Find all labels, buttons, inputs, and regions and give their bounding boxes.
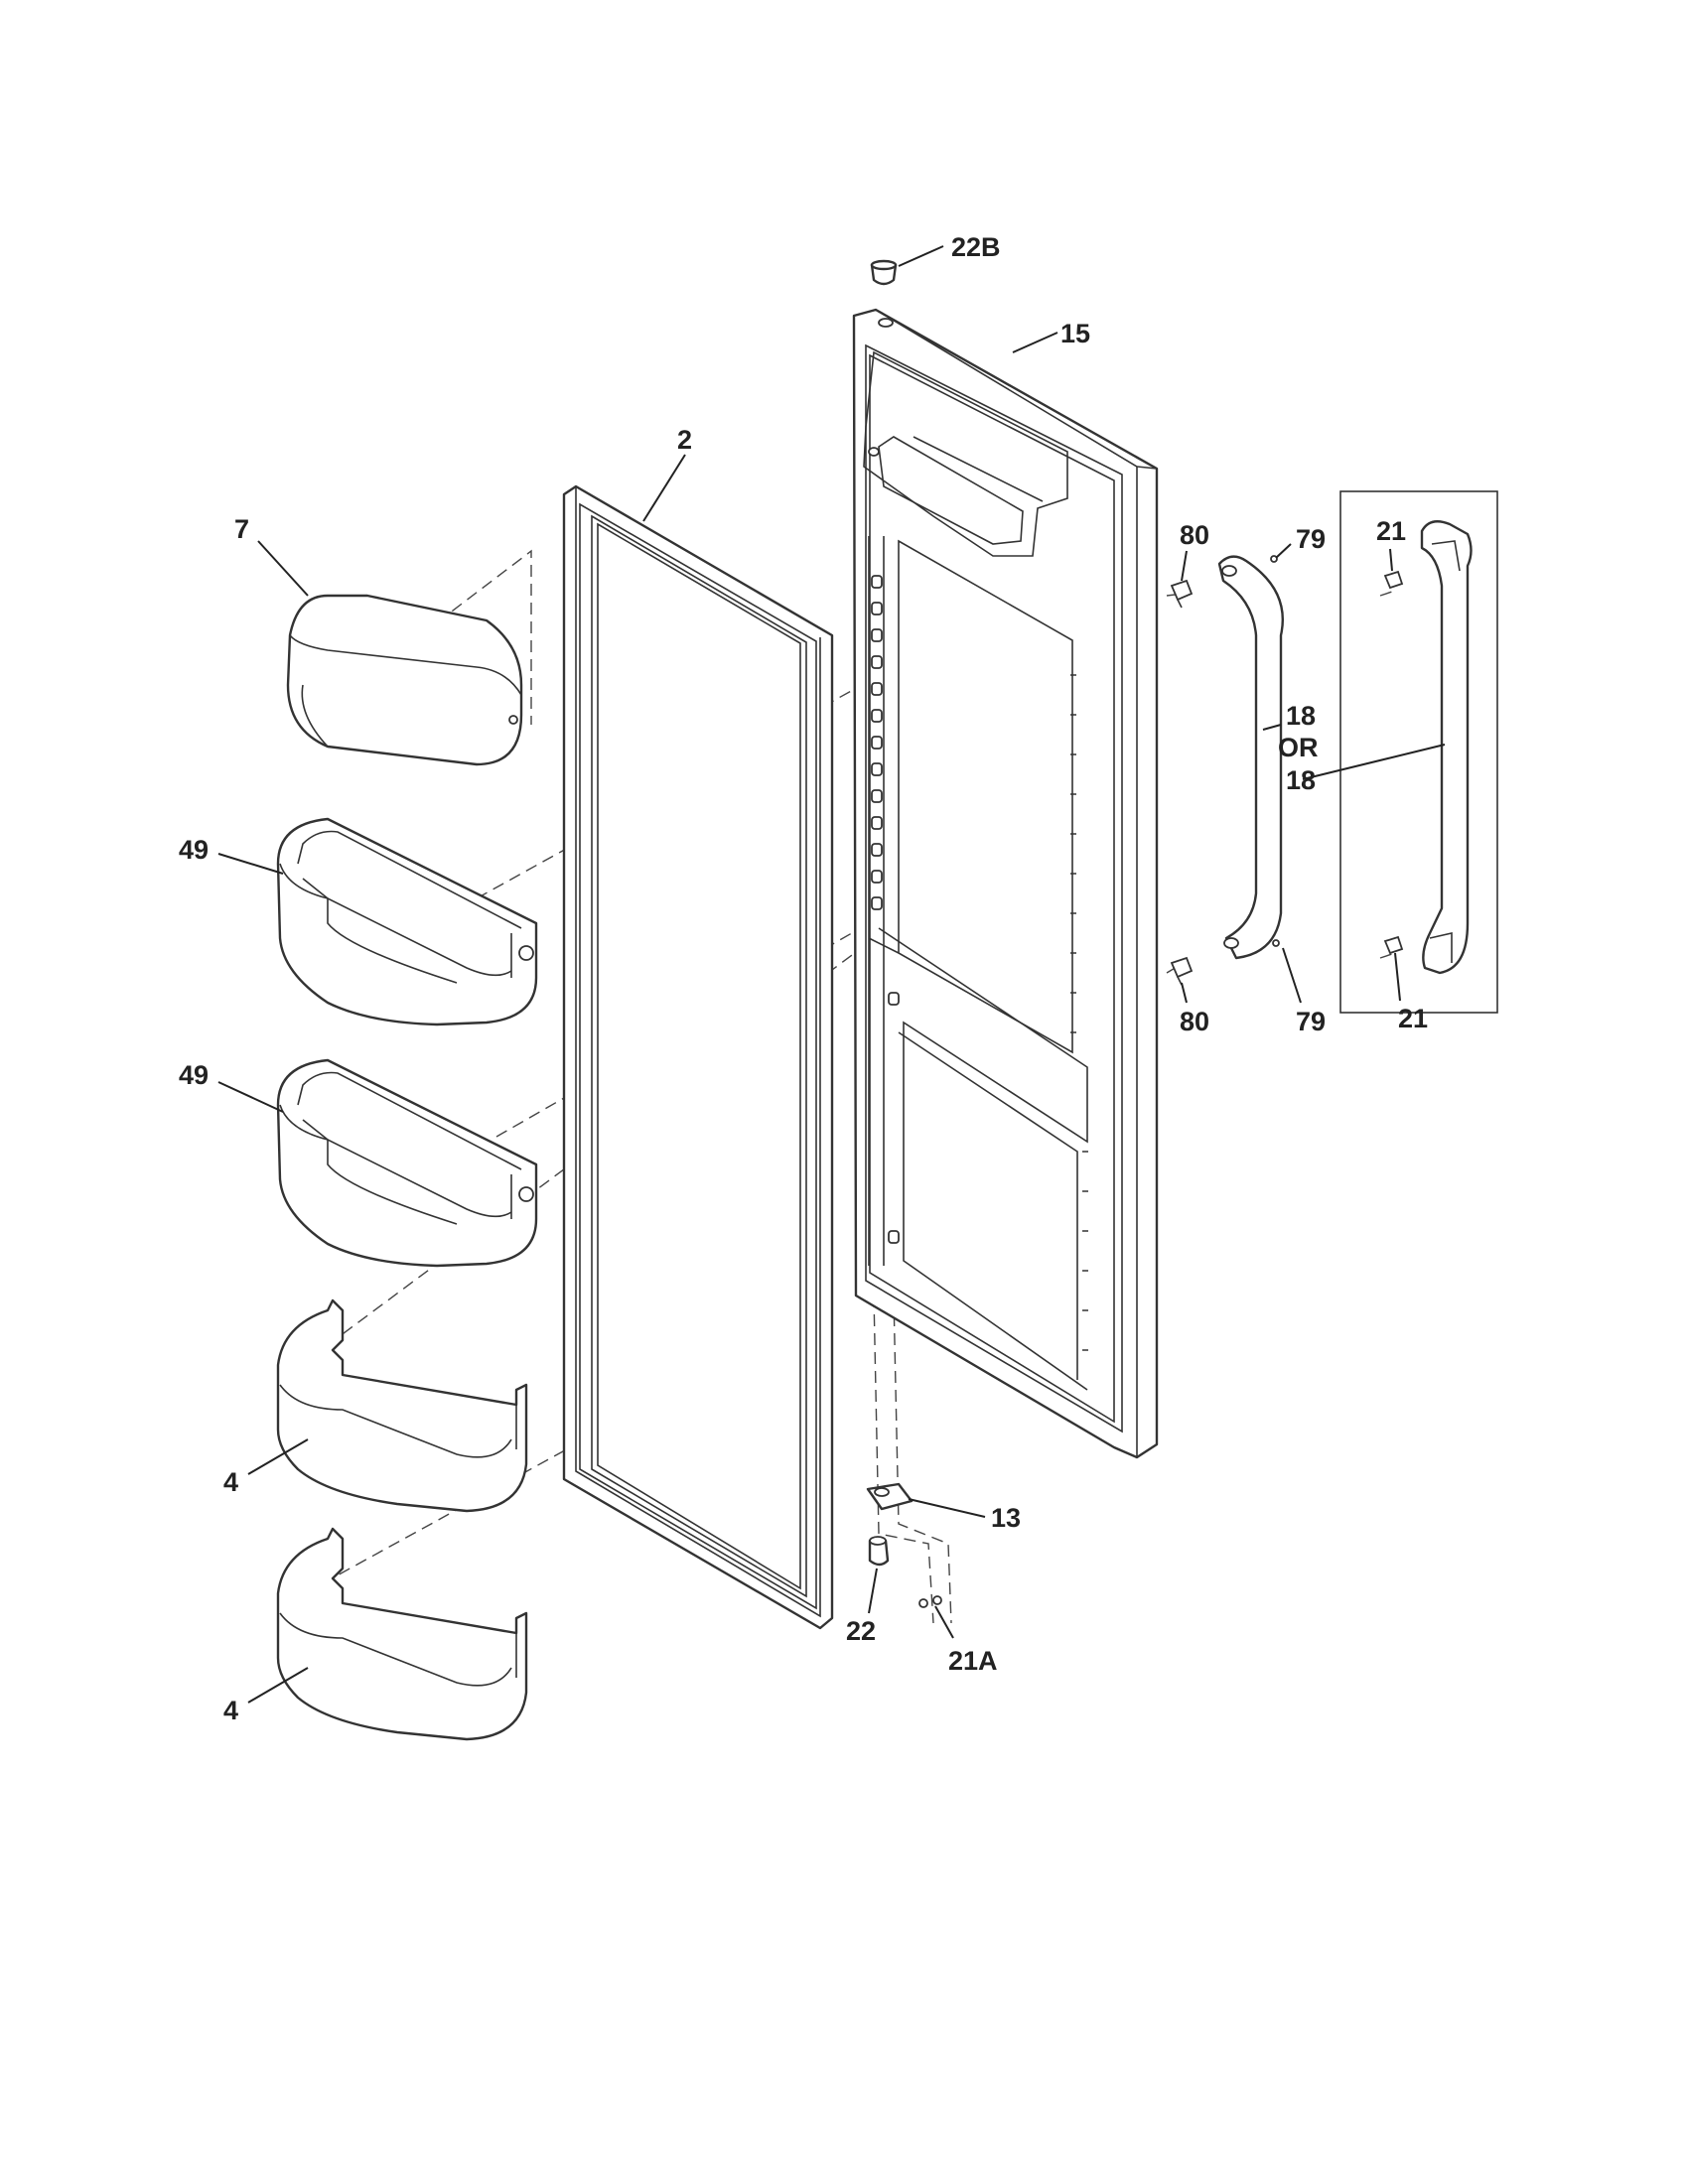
part-4-door-rack-bottom	[276, 1527, 528, 1741]
leader-lines	[217, 245, 1446, 1704]
callout-49-top: 49	[179, 835, 209, 865]
callout-labels: 22B 15 2 7 80 79 21 18 OR 18 49 49 80 79…	[179, 232, 1428, 1725]
callout-49-bottom: 49	[179, 1060, 209, 1090]
part-79-screw-top	[1270, 555, 1278, 563]
callout-4-top: 4	[223, 1467, 238, 1497]
callout-15: 15	[1060, 319, 1090, 348]
callout-79-bottom: 79	[1296, 1007, 1326, 1036]
part-49-door-bin-top	[276, 817, 538, 1026]
part-80-stud-top	[1170, 579, 1194, 609]
callout-21-bottom: 21	[1398, 1004, 1428, 1033]
part-2-door-gasket	[562, 484, 834, 1630]
part-13-hinge-bracket	[866, 1482, 914, 1511]
part-7-dairy-door	[286, 594, 523, 766]
callout-2: 2	[677, 425, 692, 455]
part-49-door-bin-bottom	[276, 1058, 538, 1268]
callout-80-top: 80	[1180, 520, 1209, 550]
alt-handle-inset	[1339, 490, 1498, 1014]
part-22b-cap-plug	[870, 259, 898, 286]
part-18-handle-a	[1217, 555, 1284, 960]
callout-18-a: 18	[1286, 701, 1316, 731]
callout-18-b: 18	[1286, 765, 1316, 795]
callout-22b: 22B	[951, 232, 1001, 262]
part-15-door	[852, 308, 1159, 1459]
shelf-studs	[871, 575, 900, 1244]
callout-7: 7	[234, 514, 249, 544]
callout-4-bottom: 4	[223, 1696, 238, 1725]
callout-21a: 21A	[948, 1646, 998, 1676]
right-rail-ticks	[1070, 674, 1088, 1351]
callout-21-top: 21	[1376, 516, 1406, 546]
callout-13: 13	[991, 1503, 1021, 1533]
part-79-screw-bottom	[1272, 939, 1280, 947]
part-4-door-rack-top	[276, 1298, 528, 1513]
part-21a-screws	[918, 1595, 942, 1608]
callout-79-top: 79	[1296, 524, 1326, 554]
callout-22: 22	[846, 1616, 876, 1646]
callout-18-or: OR	[1278, 733, 1319, 762]
part-80-stud-bottom	[1170, 956, 1194, 986]
callout-80-bottom: 80	[1180, 1007, 1209, 1036]
part-22-hinge-pin	[868, 1536, 890, 1567]
